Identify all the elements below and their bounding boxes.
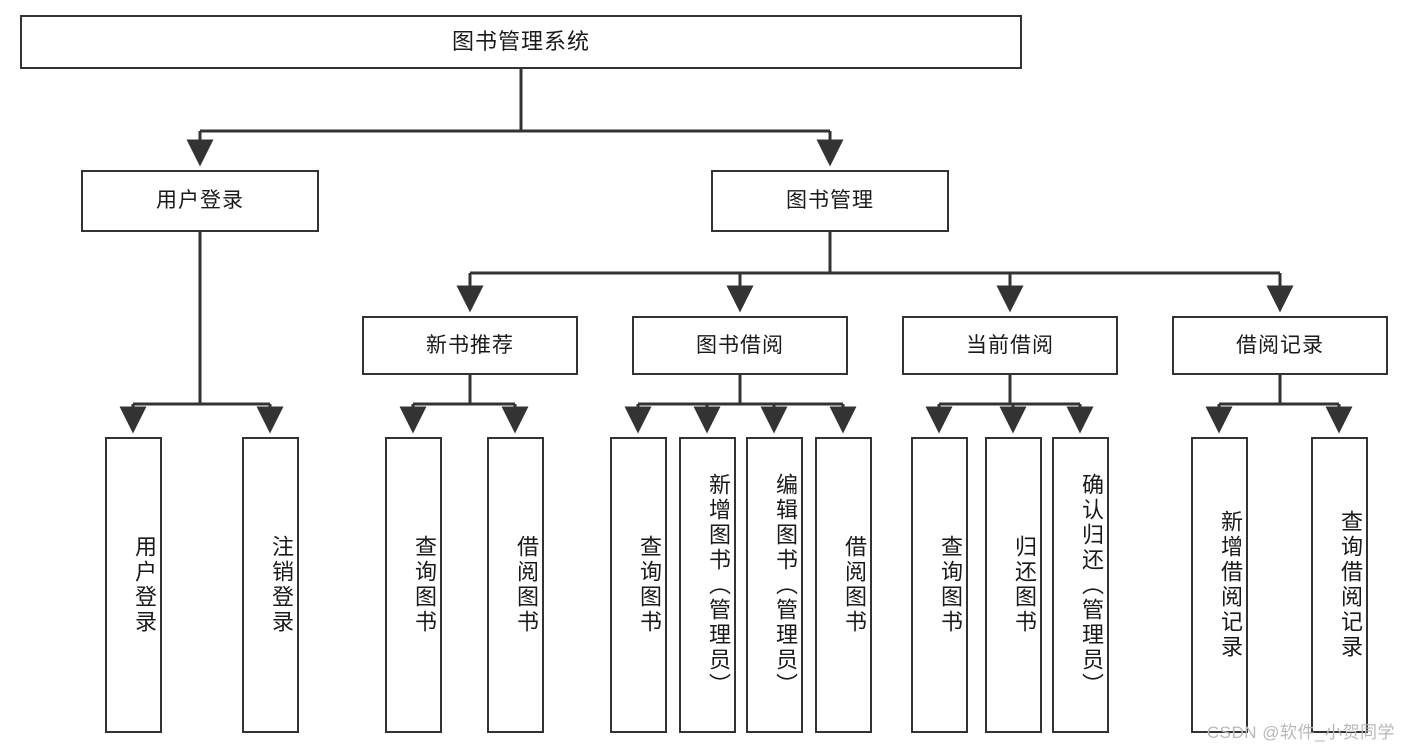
leaf-confirm-return-admin[interactable]: 确认归还（管理员） [1052,437,1109,733]
node-root[interactable]: 图书管理系统 [20,15,1022,69]
leaf-borrow-book-new[interactable]: 借阅图书 [487,437,544,733]
leaf-return-book-label: 归还图书 [1012,535,1037,635]
leaf-borrow-book[interactable]: 借阅图书 [815,437,872,733]
leaf-add-book-admin[interactable]: 新增图书（管理员） [679,437,736,733]
leaf-user-login-label: 用户登录 [132,535,157,635]
node-root-label: 图书管理系统 [451,28,590,54]
leaf-user-logout-label: 注销登录 [269,535,294,635]
node-book-borrow[interactable]: 图书借阅 [632,316,848,375]
leaf-borrow-book-new-label: 借阅图书 [514,535,539,635]
leaf-borrow-book-label: 借阅图书 [842,535,867,635]
leaf-query-book-borrow-label: 查询图书 [637,535,662,635]
leaf-edit-book-admin[interactable]: 编辑图书（管理员） [746,437,803,733]
node-book-management[interactable]: 图书管理 [711,170,949,232]
node-new-book-recommend-label: 新书推荐 [426,333,514,357]
leaf-query-book-new-label: 查询图书 [412,535,437,635]
leaf-query-book-new[interactable]: 查询图书 [385,437,442,733]
leaf-add-book-admin-label: 新增图书（管理员） [706,472,731,698]
leaf-user-logout[interactable]: 注销登录 [242,437,299,733]
node-borrow-records-label: 借阅记录 [1236,333,1324,357]
node-user-login-label: 用户登录 [156,189,244,213]
node-current-borrow-label: 当前借阅 [966,333,1054,357]
leaf-query-borrow-record-label: 查询借阅记录 [1338,510,1363,660]
node-new-book-recommend[interactable]: 新书推荐 [362,316,578,375]
leaf-confirm-return-admin-label: 确认归还（管理员） [1079,472,1104,698]
leaf-query-book-current-label: 查询图书 [938,535,963,635]
node-book-borrow-label: 图书借阅 [696,333,784,357]
watermark: CSDN @软件_小贺同学 [1206,723,1395,742]
node-user-login[interactable]: 用户登录 [81,170,319,232]
leaf-user-login[interactable]: 用户登录 [105,437,162,733]
leaf-edit-book-admin-label: 编辑图书（管理员） [773,472,798,698]
node-borrow-records[interactable]: 借阅记录 [1172,316,1388,375]
node-book-management-label: 图书管理 [786,189,874,213]
leaf-query-book-current[interactable]: 查询图书 [911,437,968,733]
leaf-return-book[interactable]: 归还图书 [985,437,1042,733]
leaf-add-borrow-record-label: 新增借阅记录 [1218,510,1243,660]
leaf-add-borrow-record[interactable]: 新增借阅记录 [1191,437,1248,733]
leaf-query-borrow-record[interactable]: 查询借阅记录 [1311,437,1368,733]
leaf-query-book-borrow[interactable]: 查询图书 [610,437,667,733]
node-current-borrow[interactable]: 当前借阅 [902,316,1118,375]
